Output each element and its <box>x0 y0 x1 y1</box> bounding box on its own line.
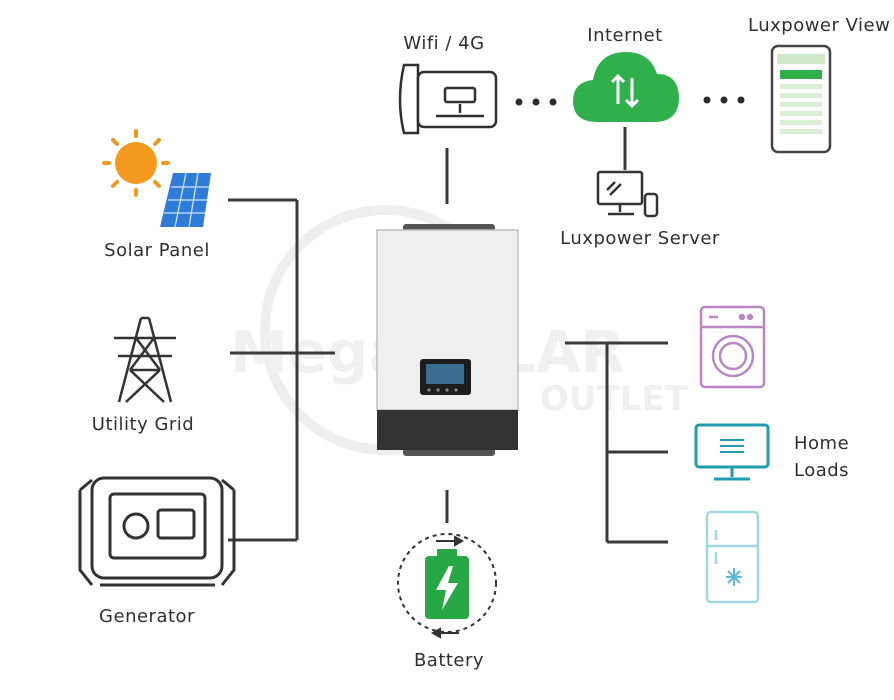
connection-lines <box>228 127 668 544</box>
monitor-icon <box>694 423 770 481</box>
luxpower-server-label: Luxpower Server <box>560 228 720 249</box>
washing-machine-icon <box>699 305 766 389</box>
home-loads-label: Home Loads <box>794 433 850 481</box>
sun-icon <box>102 129 170 197</box>
battery-label: Battery <box>413 650 485 671</box>
server-monitor-icon <box>596 170 659 218</box>
wifi-dongle-icon <box>398 63 498 135</box>
generator-label: Generator <box>99 606 195 627</box>
solar-panel-label: Solar Panel <box>104 240 210 261</box>
cloud-icon <box>573 52 679 122</box>
fridge-icon <box>705 510 760 604</box>
dotted-links <box>515 96 745 106</box>
watermark-subtext: OUTLET <box>540 379 689 419</box>
solar-panel-icon <box>160 172 211 228</box>
wifi-label: Wifi / 4G <box>403 33 485 54</box>
luxpower-view-label: Luxpower View <box>748 15 891 36</box>
inverter-icon <box>376 224 519 456</box>
generator-icon <box>78 476 236 587</box>
phone-app-icon <box>770 44 832 154</box>
pylon-icon <box>114 316 176 403</box>
battery-icon <box>397 533 497 639</box>
utility-grid-label: Utility Grid <box>91 414 195 435</box>
internet-label: Internet <box>587 25 663 46</box>
